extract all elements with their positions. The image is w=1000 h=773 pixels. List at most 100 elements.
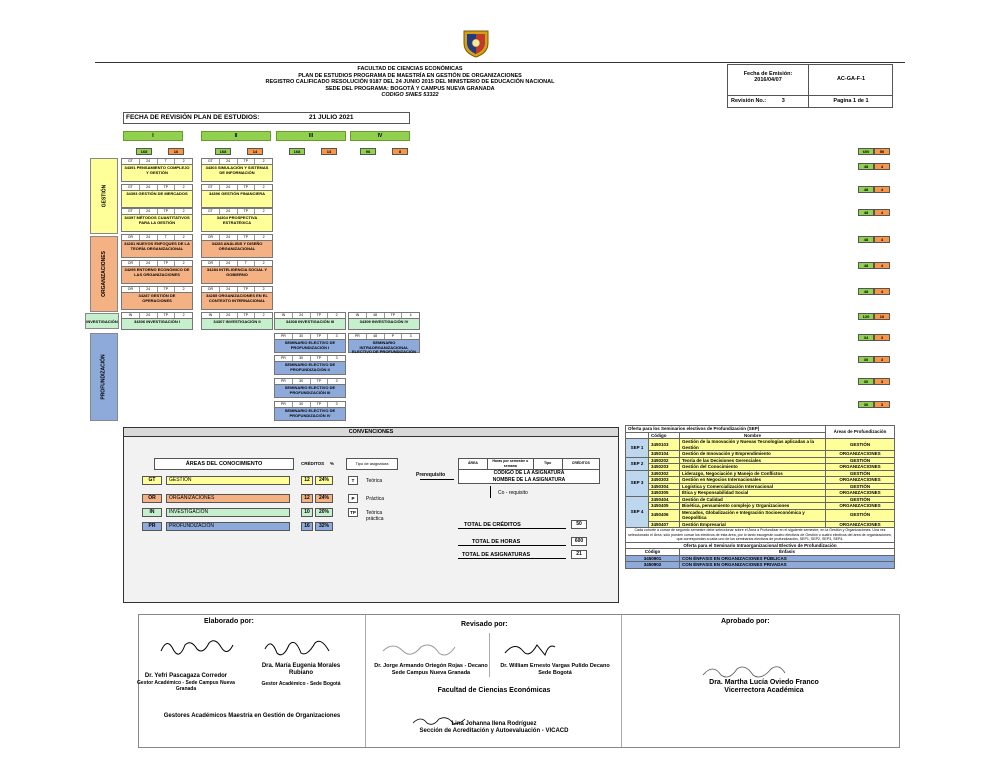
type-code: T — [348, 476, 358, 485]
course-name: SEMINARIO ELECTIVO DE PROFUNDIZACIÓN II — [284, 362, 336, 372]
signer-2-role: Gestor Académico - Sede Bogotá — [261, 681, 341, 687]
page-number: Pagina 1 de 1 — [833, 98, 869, 104]
course-name: SEMINARIO ELECTIVO DE PROFUNDIZACIÓN I — [284, 340, 336, 350]
signer-4-name: Dr. William Ernesto Vargas Pulido Decano… — [500, 663, 610, 676]
course-name: 34308 INVESTIGACIÓN III — [285, 319, 335, 324]
revision-label: Revisión No.: — [731, 98, 767, 104]
creditos-header: CRÉDITOS — [301, 461, 325, 466]
total-asig-label: TOTAL DE ASIGNATURAS — [462, 552, 531, 558]
convention-pct: 20% — [315, 508, 333, 517]
aprobado-label: Aprobado por: — [721, 618, 770, 625]
signature-4-icon — [504, 644, 556, 657]
semester-header-2: II — [201, 131, 271, 141]
convention-pct: 24% — [315, 476, 333, 485]
signer-3-name: Dr. Jorge Armando Ortegón Rojas - Decano… — [374, 663, 488, 676]
course-name: 34396 GESTIÓN FINANCIERA — [208, 191, 265, 196]
convention-credits: 16 — [301, 522, 313, 531]
header-line-5: CODIGO SNIES 53322 — [381, 92, 439, 98]
semester-3-credits: 14 — [321, 148, 337, 155]
course-name: 34285 ORGANIZACIONES EN EL CONTEXTO INTE… — [206, 293, 268, 303]
semester-1-credits: 16 — [168, 148, 184, 155]
row-hours: 48 — [858, 262, 874, 269]
header-line-3: REGISTRO CALIFICADO RESOLUCIÓN 9187 DEL … — [265, 79, 555, 85]
row-credits: 3 — [874, 334, 890, 341]
header-rule — [95, 62, 905, 63]
convention-credits: 10 — [301, 508, 313, 517]
header-line-2: PLAN DE ESTUDIOS PROGRAMA DE MAESTRÍA EN… — [298, 72, 522, 79]
convention-name: INVESTIGACIÓN — [166, 508, 290, 517]
signer-6-name: Dra. Martha Lucía Oviedo Franco — [709, 679, 819, 686]
legend-credits-col: CRÉDITOS — [571, 461, 590, 465]
row-credits: 3 — [874, 401, 890, 408]
row-credits: 4 — [874, 236, 890, 243]
convention-code: PR — [142, 522, 162, 531]
row-hours: 48 — [858, 288, 874, 295]
row-hours: 30 — [858, 401, 874, 408]
convention-name: ORGANIZACIONES — [166, 494, 290, 503]
emision-value: 2016/04/07 — [754, 77, 782, 83]
row-credits: 4 — [874, 262, 890, 269]
signers-group: Gestores Académicos Maestría en Gestión … — [163, 713, 341, 719]
document-code: AC-GA-F-1 — [836, 76, 866, 82]
conventions-panel: CONVENCIONES ÁREAS DEL CONOCIMIENTO CRÉD… — [123, 427, 619, 603]
legend-hours-col: Horas por semestre o semana — [488, 459, 534, 469]
course-name: SEMINARIO ELECTIVO DE PROFUNDIZACIÓN IV — [284, 408, 336, 418]
legend-name: NOMBRE DE LA ASIGNATURA — [492, 477, 566, 483]
type-name: Teórica — [366, 478, 383, 484]
semester-4-hours: 96 — [360, 148, 376, 155]
convention-name: GESTIÓN — [166, 476, 290, 485]
signature-2-icon — [264, 640, 330, 656]
convention-pct: 32% — [315, 522, 333, 531]
row-credits: 10 — [874, 313, 890, 320]
row-credits: 3 — [874, 356, 890, 363]
course-name: 34283 ANÁLISIS Y DISEÑO ORGANIZACIONAL — [211, 241, 263, 251]
convention-pct: 24% — [315, 494, 333, 503]
signature-5-icon — [412, 717, 466, 725]
row-credits: 4 — [874, 163, 890, 170]
semester-header-4: IV — [350, 131, 410, 141]
revision-date-label: FECHA DE REVISIÓN PLAN DE ESTUDIOS: — [126, 114, 260, 121]
revision-value: 3 — [781, 98, 785, 104]
legend-area-col: ÁREA — [459, 459, 488, 469]
row-hours: 48 — [858, 163, 874, 170]
area-profundizacion-label: PROFUNDIZACIÓN — [101, 354, 107, 400]
sep-offer-table: Oferta para los Seminarios electivos de … — [625, 425, 895, 569]
course-name: 34287 GESTIÓN DE OPERACIONES — [138, 293, 176, 303]
course-name: 34295 ENTORNO ECONÓMICO DE LAS ORGANIZAC… — [124, 267, 190, 277]
convention-code: GT — [142, 476, 162, 485]
semester-2-credits: 14 — [247, 148, 263, 155]
signatures-panel: Elaborado por: Revisado por: Aprobado po… — [137, 614, 900, 748]
row-hours: 48 — [858, 236, 874, 243]
convention-code: OR — [142, 494, 162, 503]
intra-name-header: Énfasis — [679, 548, 895, 556]
semester-header-1: I — [123, 131, 183, 141]
course-name: 34309 INVESTIGACIÓN IV — [359, 319, 409, 324]
convention-credits: 12 — [301, 494, 313, 503]
row-credits: 4 — [874, 288, 890, 295]
total-credits: 50 — [874, 148, 890, 155]
university-logo-icon — [462, 28, 490, 58]
sep-group-label: SEP 4 — [625, 495, 649, 528]
sep-note: Cada cohorte a cursar de segundo semestr… — [625, 527, 895, 543]
